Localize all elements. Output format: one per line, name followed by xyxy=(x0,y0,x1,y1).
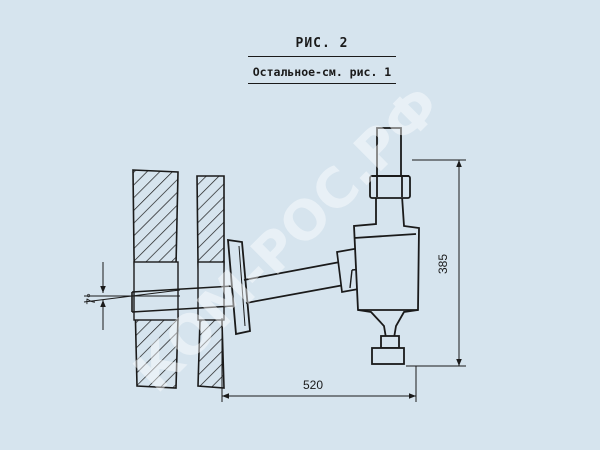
wall-sleeve xyxy=(131,285,234,313)
title-underline xyxy=(248,56,396,57)
bottom-coupling xyxy=(371,335,405,365)
angle-dimension xyxy=(83,262,181,330)
inclined-pipe xyxy=(243,261,345,304)
figure-title: РИС. 2 xyxy=(295,36,349,51)
right-wall-section xyxy=(196,175,225,389)
height-label: 385 xyxy=(436,254,450,274)
width-label: 520 xyxy=(303,378,323,392)
flange xyxy=(227,238,251,336)
width-dimension xyxy=(221,318,417,402)
valve-body xyxy=(353,195,420,339)
figure-note: Остальное-см. рис. 1 xyxy=(252,65,392,79)
top-coupling xyxy=(369,127,411,199)
note-underline xyxy=(248,83,396,84)
angle-label: 7° xyxy=(84,293,98,305)
